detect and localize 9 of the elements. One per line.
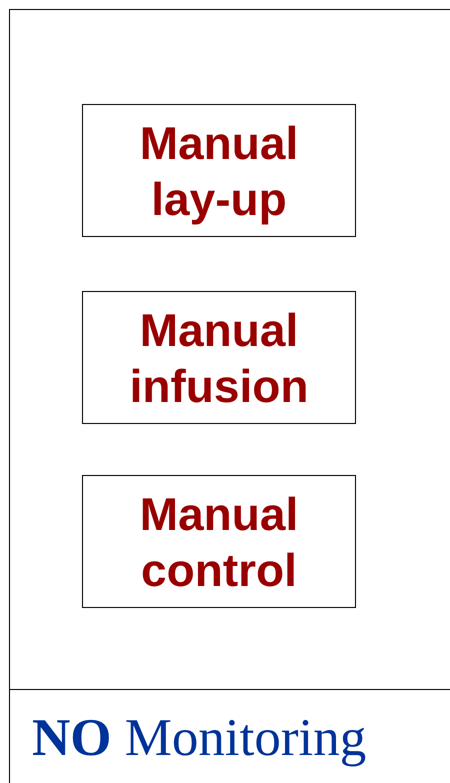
box-label: Manual lay-up	[138, 116, 300, 226]
process-box	[82, 291, 356, 424]
band-label: NO Monitoring	[32, 708, 366, 768]
box-label: Manual control	[138, 486, 300, 598]
footer-band	[9, 689, 450, 783]
box-label: Manual infusion	[128, 302, 310, 414]
process-box	[82, 104, 356, 237]
panel-frame	[9, 9, 450, 689]
process-box	[82, 475, 356, 608]
